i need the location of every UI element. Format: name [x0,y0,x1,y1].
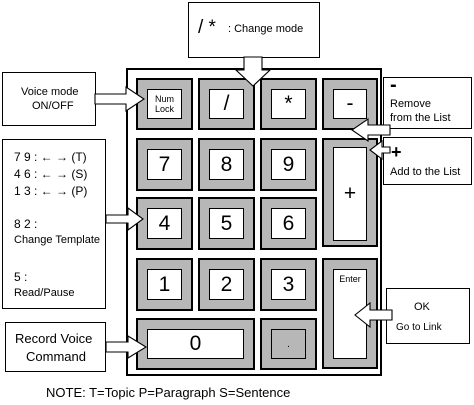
voice-mode-line2: ON/OFF [32,100,74,112]
key-7-label: 7 [147,149,182,180]
key-num-lock-line2: Lock [154,104,174,114]
key-6: 6 [260,197,317,250]
callout-voice-mode: Voice mode ON/OFF [2,72,96,126]
key-star-label: * [271,89,306,119]
key-star: * [260,78,317,130]
callout-add: + Add to the List [383,137,472,185]
template-keys: 8 2 : [14,217,38,231]
key-dot: . [260,318,317,370]
add-text: Add to the List [390,166,461,178]
key-5-label: 5 [209,208,244,239]
callout-change-mode: / * : Change mode [188,2,320,58]
key-plus: + [322,138,378,247]
record-line1: Record Voice [15,331,93,346]
key-enter: Enter [322,258,378,369]
key-2-label: 2 [209,269,244,300]
key-1: 1 [136,258,193,311]
key-1-label: 1 [147,269,182,300]
key-slash-label: / [209,89,244,119]
key-4-label: 4 [147,208,182,239]
nav-line-s: 4 6 : ← → (S) [14,167,88,181]
key-5: 5 [198,197,255,250]
callout-remove: - Remove from the List [383,74,472,129]
callout-ok: OK Go to Link [386,288,470,344]
remove-line2: from the List [390,112,451,124]
key-enter-label: Enter [333,269,367,359]
key-plus-label: + [333,147,367,241]
key-minus-label: - [333,89,367,119]
template-text: Change Template [14,234,101,246]
remove-symbol: - [390,74,397,96]
voice-mode-line1: Voice mode [21,86,79,98]
read-text: Read/Pause [14,287,75,299]
key-dot-label: . [271,329,306,359]
key-7: 7 [136,138,193,191]
key-9: 9 [260,138,317,191]
add-symbol: + [391,142,402,162]
change-mode-symbols: / * [198,17,216,38]
read-key: 5 : [14,270,28,284]
key-0-label: 0 [147,329,244,359]
key-3: 3 [260,258,317,311]
key-3-label: 3 [271,269,306,300]
ok-line1: OK [414,301,430,313]
callout-record: Record Voice Command [5,322,106,372]
key-0: 0 [136,318,255,370]
change-mode-text: : Change mode [228,23,304,35]
nav-line-p: 1 3 : ← → (P) [14,184,88,198]
callout-navigation: 7 9 : ← → (T) 4 6 : ← → (S) 1 3 : ← → (P… [2,139,106,309]
key-4: 4 [136,197,193,250]
key-8: 8 [198,138,255,191]
key-9-label: 9 [271,149,306,180]
remove-line1: Remove [390,98,431,110]
footnote: NOTE: T=Topic P=Paragraph S=Sentence [46,385,291,400]
key-minus: - [322,78,378,130]
key-8-label: 8 [209,149,244,180]
key-num-lock-line1: Num [154,94,174,104]
key-slash: / [198,78,255,130]
key-6-label: 6 [271,208,306,239]
record-line2: Command [26,349,86,364]
nav-line-t: 7 9 : ← → (T) [14,150,87,164]
ok-line2: Go to Link [396,322,442,333]
key-2: 2 [198,258,255,311]
